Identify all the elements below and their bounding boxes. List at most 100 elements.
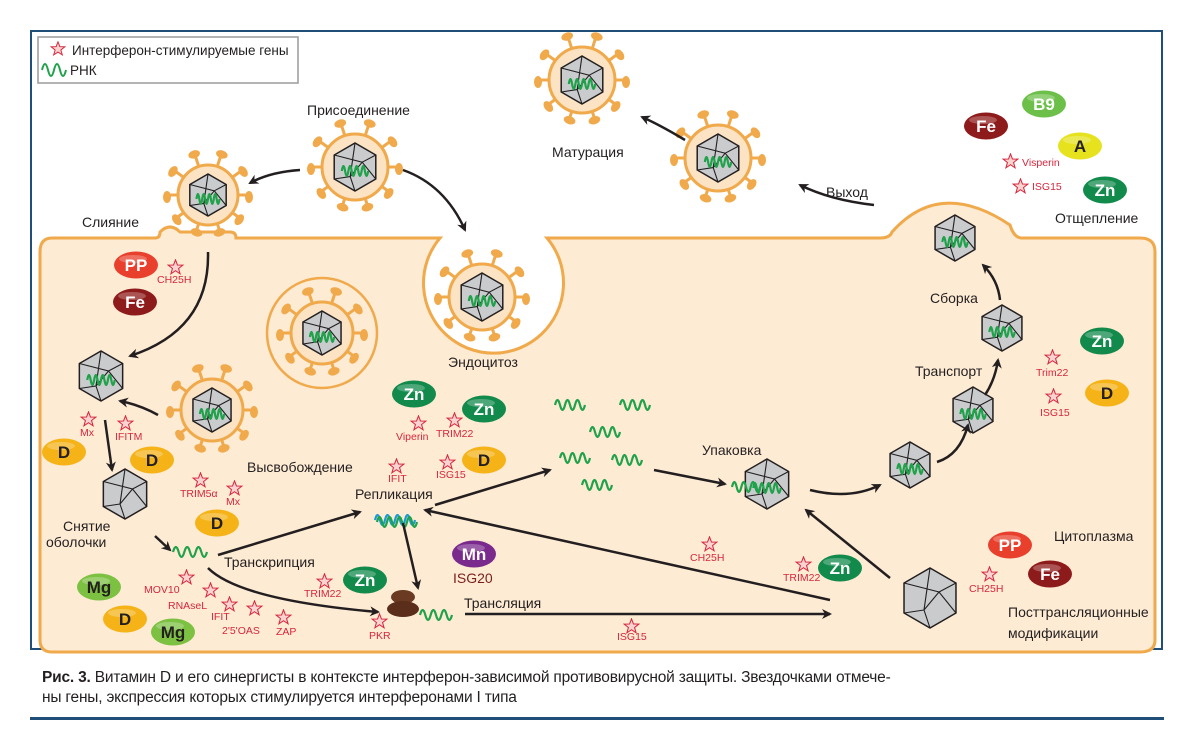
- virus-mature: [534, 32, 630, 125]
- gene-trim22-right: TRIM22: [783, 572, 821, 584]
- badge-b9: B9: [1022, 90, 1066, 118]
- badge-fe: Fe: [113, 288, 157, 316]
- label-ptm-2: модификации: [1008, 625, 1098, 641]
- ptm-protein: [903, 567, 957, 629]
- badge-mg: Mg: [77, 573, 121, 601]
- gene-pkr: PKR: [369, 630, 391, 642]
- figure-caption: Рис. 3. Витамин D и его синергисты в кон…: [42, 668, 1162, 708]
- label-endocytosis: Эндоцитоз: [448, 354, 518, 370]
- rna-strand: [308, 330, 336, 344]
- gene-trim22-mid: TRIM22: [436, 428, 474, 440]
- legend-genes-label: Интерферон-стимулируемые гены: [72, 43, 289, 58]
- gene-mx-left: Mx: [80, 427, 95, 439]
- gene-zap: ZAP: [276, 626, 296, 638]
- rna-strand: [553, 398, 587, 412]
- zn-label: Zn: [1092, 332, 1113, 351]
- label-ptm-1: Посттрансляционные: [1008, 604, 1149, 620]
- virus-release: [166, 364, 258, 453]
- rna-strand: [375, 515, 419, 529]
- label-attachment: Присоединение: [307, 102, 410, 118]
- gene-isg15-transport: ISG15: [1040, 407, 1070, 419]
- virus-exit: [670, 110, 766, 203]
- capsid-budding: [934, 214, 976, 262]
- gene-trim22-low: TRIM22: [304, 588, 342, 600]
- badge-zn: Zn: [818, 554, 862, 582]
- badge-pp: PP: [114, 251, 158, 279]
- rna-strand: [941, 235, 969, 249]
- label-assembly: Сборка: [930, 290, 978, 306]
- gene-oas: 2'5'OAS: [222, 625, 260, 637]
- label-release: Высвобождение: [247, 459, 353, 475]
- pp-label: PP: [125, 256, 148, 275]
- caption-label: Рис. 3.: [42, 669, 91, 686]
- fe-label: Fe: [125, 293, 145, 312]
- rna-strand: [580, 478, 614, 492]
- label-replication: Репликация: [355, 486, 433, 502]
- gene-mx-mid: Mx: [226, 496, 241, 508]
- badge-zn: Zn: [462, 395, 506, 423]
- label-translation: Трансляция: [464, 595, 541, 611]
- gene-mov10: MOV10: [144, 584, 180, 596]
- mg-label: Mg: [87, 578, 112, 597]
- badge-d: D: [42, 438, 86, 466]
- capsid-uncoating: [102, 468, 148, 520]
- label-fusion: Слияние: [82, 214, 139, 230]
- badge-fe: Fe: [964, 112, 1008, 140]
- rna-strand: [610, 453, 644, 467]
- zn-label: Zn: [830, 559, 851, 578]
- pp-label: PP: [999, 536, 1022, 555]
- virus-attachment: [307, 119, 403, 212]
- rna-strand: [467, 294, 497, 308]
- virus-endocytosis: [434, 249, 530, 342]
- badge-pp: PP: [988, 531, 1032, 559]
- rna-wave-icon: [41, 63, 67, 77]
- badge-d: D: [130, 446, 174, 474]
- b9-label: B9: [1033, 95, 1055, 114]
- label-uncoating-1: Снятие: [63, 518, 111, 534]
- caption-text: Витамин D и его синергисты в контексте и…: [42, 669, 891, 706]
- rna-strand: [418, 608, 454, 622]
- zn-label: Zn: [474, 400, 495, 419]
- badge-zn: Zn: [1083, 176, 1127, 204]
- label-exit: Выход: [826, 184, 868, 200]
- badge-d: D: [462, 446, 506, 474]
- rna-strand: [567, 77, 597, 91]
- endosome-membrane: [265, 276, 379, 390]
- rna-strand: [588, 425, 622, 439]
- d-label: D: [119, 610, 131, 629]
- badge-d: D: [1085, 379, 1129, 407]
- gene-viperin: Viperin: [396, 431, 429, 443]
- label-uncoating-2: оболочки: [46, 534, 106, 550]
- badge-a: A: [1058, 132, 1102, 160]
- rna-strand: [988, 325, 1016, 339]
- label-transcription: Транскрипция: [224, 554, 315, 570]
- zn-label: Zn: [355, 571, 376, 590]
- rna-strand: [171, 545, 209, 559]
- d-label: D: [478, 451, 490, 470]
- d-label: D: [58, 443, 70, 462]
- badge-zn: Zn: [392, 380, 436, 408]
- rna-strand: [730, 480, 762, 494]
- d-label: D: [211, 514, 223, 533]
- gene-ifit-low: IFIT: [211, 611, 230, 623]
- capsid-assembly: [981, 304, 1023, 352]
- gene-isg15-low: ISG15: [617, 631, 647, 643]
- badge-mg: Mg: [151, 618, 195, 646]
- capsid-cytoplasm: [78, 350, 124, 402]
- label-maturation: Матурация: [552, 144, 624, 160]
- d-label: D: [146, 451, 158, 470]
- label-transport: Транспорт: [915, 363, 983, 379]
- fe-label: Fe: [976, 117, 996, 136]
- gene-ifit-mid: IFIT: [388, 473, 407, 485]
- ribosome-icon: [387, 590, 419, 617]
- rna-strand: [896, 462, 924, 476]
- capsid-transport-1: [889, 441, 931, 489]
- rna-strand: [618, 398, 652, 412]
- badge-mn: Mn: [452, 540, 496, 568]
- gene-ch25h-right: CH25H: [969, 583, 1003, 595]
- gene-ch25h-mid: CH25H: [690, 552, 724, 564]
- badge-fe: Fe: [1028, 560, 1072, 588]
- gene-isg15-top: ISG15: [1032, 181, 1062, 193]
